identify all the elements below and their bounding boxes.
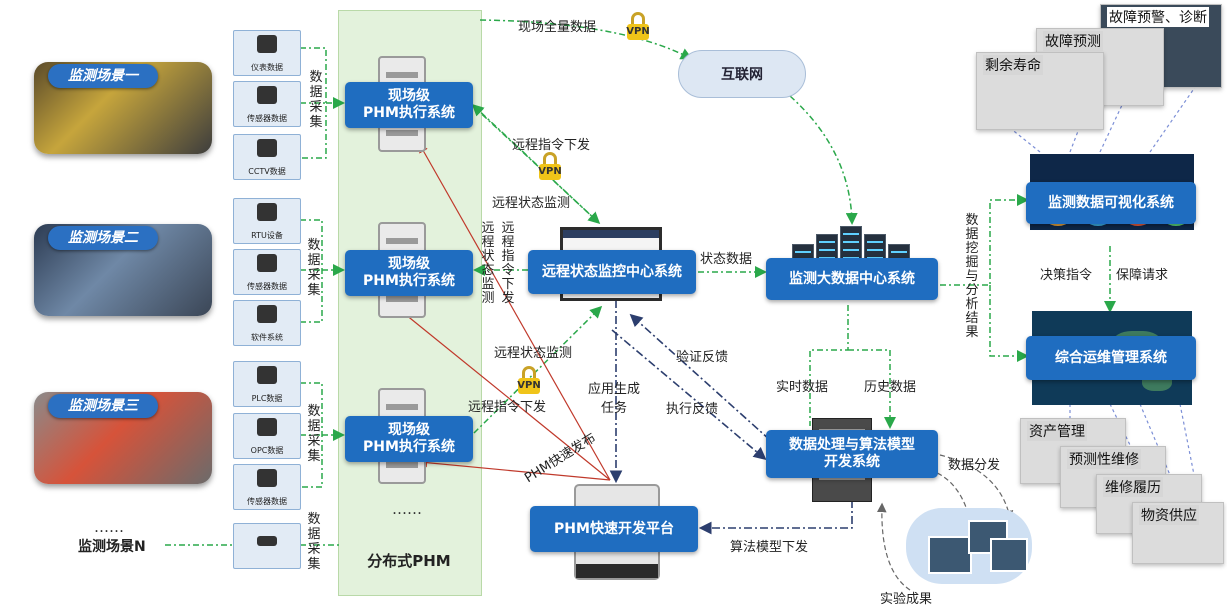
data-distribute-link-2 (939, 454, 1014, 521)
camera-icon (257, 139, 277, 157)
remote-monitoring-center[interactable]: 远程状态监控中心系统 (528, 250, 696, 294)
label-remote-status-bottom: 远程状态监测 (494, 346, 573, 361)
vis-to-thumb-lines (999, 79, 1201, 153)
sensor-icon (257, 469, 277, 487)
scene-1-image: 监测场景一 (34, 62, 212, 154)
algo-deploy-link (698, 500, 853, 535)
thumb-remaining-life: 剩余寿命 (976, 52, 1104, 130)
computer-icon (257, 305, 277, 323)
internet-cloud: 互联网 (678, 50, 806, 98)
sensor-sensor-1: 传感器数据 (233, 81, 301, 127)
label-verify-feedback: 验证反馈 (676, 350, 729, 365)
lab-results-cloud (906, 508, 1032, 584)
scene1-collect-bracket (300, 47, 342, 159)
scene2-collect-bracket (300, 219, 342, 323)
sensor-meter: 仪表数据 (233, 30, 301, 76)
phm-ellipsis: …… (392, 500, 422, 518)
scene-n-title: 监测场景N (78, 539, 146, 555)
verify-feedback-link (629, 313, 771, 441)
scene-1-title: 监测场景一 (48, 64, 158, 88)
release-to-phm1 (418, 142, 611, 481)
scene-3-title: 监测场景三 (48, 394, 158, 418)
scene-3-image: 监测场景三 (34, 392, 212, 484)
sensor-icon (257, 254, 277, 272)
label-remote-status-top: 远程状态监测 (492, 196, 571, 211)
scene-ellipsis: …… (94, 518, 124, 536)
release-to-phm3 (417, 457, 611, 481)
release-to-phm2 (398, 308, 611, 481)
sensor-icon (257, 86, 277, 104)
plc-icon (257, 366, 277, 384)
rtu-icon (257, 203, 277, 221)
collect-label-3: 数据采集 (307, 404, 321, 464)
opc-icon (257, 418, 277, 436)
label-status-data: 状态数据 (700, 252, 753, 267)
bigdata-to-vis (940, 194, 1029, 286)
label-history-data: 历史数据 (864, 380, 917, 395)
bigdata-to-ops (989, 285, 1029, 362)
label-realtime-data: 实时数据 (776, 380, 829, 395)
vpn-lock-icon-2: VPN (535, 152, 565, 182)
distributed-phm-label: 分布式PHM (367, 552, 451, 570)
label-support-request: 保障请求 (1116, 268, 1169, 283)
label-remote-cmd-bottom: 远程指令下发 (468, 400, 547, 415)
integrated-ops-management-system[interactable]: 综合运维管理系统 (1026, 336, 1196, 380)
sensor-plc: PLC数据 (233, 361, 301, 407)
sensor-cctv: CCTV数据 (233, 134, 301, 180)
data-visualization-system[interactable]: 监测数据可视化系统 (1026, 182, 1196, 224)
phm-exec-system-2[interactable]: 现场级 PHM执行系统 (345, 250, 473, 296)
label-decision-cmd: 决策指令 (1040, 268, 1093, 283)
remote-to-phm1 (471, 103, 599, 223)
scene-2-image: 监测场景二 (34, 224, 212, 316)
full-data-link (479, 19, 693, 60)
experiment-result-link (876, 502, 911, 591)
switch-icon (257, 536, 277, 546)
phm-rapid-dev-platform[interactable]: PHM快速开发平台 (530, 506, 698, 552)
collect-label-n: 数据采集 (307, 512, 321, 572)
meter-icon (257, 35, 277, 53)
phm3-to-remote (473, 305, 603, 434)
bigdata-center-system[interactable]: 监测大数据中心系统 (766, 258, 938, 300)
phm-exec-system-3[interactable]: 现场级 PHM执行系统 (345, 416, 473, 462)
collect-label-2: 数据采集 (307, 238, 321, 298)
phm-exec-system-1[interactable]: 现场级 PHM执行系统 (345, 82, 473, 128)
bigdata-to-processing (809, 305, 890, 426)
sensor-sensor-2: 传感器数据 (233, 249, 301, 295)
label-mining-analysis: 数据挖掘与分析结果 (965, 213, 979, 340)
vpn-lock-icon-3: VPN (514, 366, 544, 396)
sensor-generic-n (233, 523, 301, 569)
ops-to-thumb-lines (1069, 403, 1201, 506)
data-processing-algorithm-system[interactable]: 数据处理与算法模型 开发系统 (766, 430, 938, 478)
label-app-task: 应用生成任务 (587, 382, 640, 416)
label-data-distribute: 数据分发 (948, 458, 1001, 473)
label-algo-deploy: 算法模型下发 (730, 540, 809, 555)
collect-label-1: 数据采集 (309, 70, 323, 130)
label-remote-status-vertical: 远程状态监测 (481, 221, 495, 306)
scene-2-title: 监测场景二 (48, 226, 158, 250)
label-experiment-result: 实验成果 (880, 592, 933, 607)
label-full-data: 现场全量数据 (518, 20, 597, 35)
scene3-collect-bracket (300, 382, 342, 488)
sensor-software: 软件系统 (233, 300, 301, 346)
sensor-rtu: RTU设备 (233, 198, 301, 244)
sensor-sensor-3: 传感器数据 (233, 464, 301, 510)
exec-feedback-link (611, 329, 767, 461)
label-remote-cmd-top: 远程指令下发 (512, 138, 591, 153)
thumb-material-supply: 物资供应 (1132, 502, 1224, 564)
label-remote-cmd-vertical: 远程指令下发 (501, 221, 515, 306)
internet-to-bigdata (789, 95, 858, 225)
vpn-lock-icon-1: VPN (623, 12, 653, 42)
sensor-opc: OPC数据 (233, 413, 301, 459)
label-exec-feedback: 执行反馈 (666, 402, 719, 417)
